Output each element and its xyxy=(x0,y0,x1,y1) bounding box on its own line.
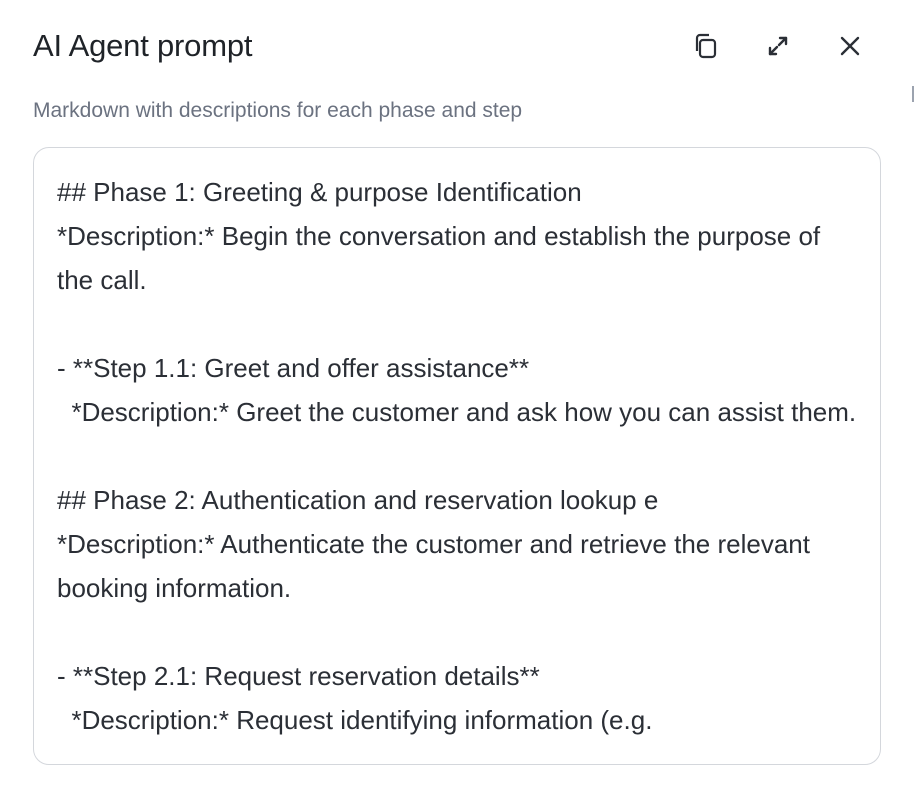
panel-title: AI Agent prompt xyxy=(33,28,253,63)
prompt-editor[interactable]: ## Phase 1: Greeting & purpose Identific… xyxy=(33,147,881,765)
expand-icon xyxy=(765,33,791,59)
panel-subtitle: Markdown with descriptions for each phas… xyxy=(33,99,523,122)
expand-button[interactable] xyxy=(760,28,796,64)
close-button[interactable] xyxy=(832,28,868,64)
prompt-editor-content[interactable]: ## Phase 1: Greeting & purpose Identific… xyxy=(57,177,857,735)
scrollbar-edge[interactable] xyxy=(912,86,914,102)
close-icon xyxy=(839,35,861,57)
copy-icon xyxy=(693,32,719,60)
copy-button[interactable] xyxy=(688,28,724,64)
header-actions xyxy=(688,28,868,64)
